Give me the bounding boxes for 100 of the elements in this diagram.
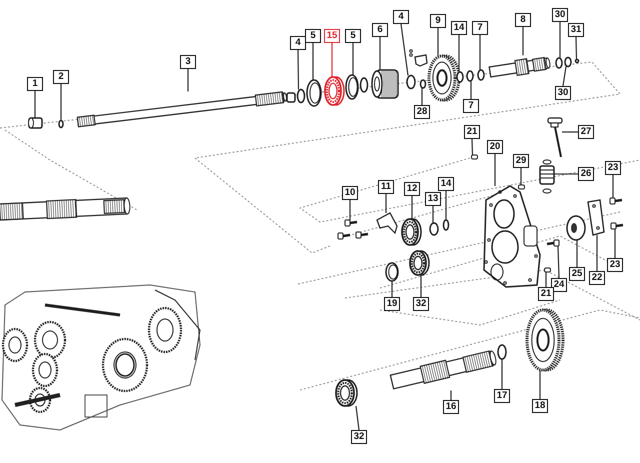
leader-line <box>331 43 333 77</box>
callout-number: 20 <box>487 140 503 154</box>
gear-hub-drawing <box>371 69 399 99</box>
callout-number: 4 <box>290 36 306 50</box>
bearing-drawing <box>335 379 358 407</box>
circlip-drawing <box>306 79 322 107</box>
callout-number: 19 <box>384 297 400 311</box>
callout-number: 6 <box>372 23 388 37</box>
leader-line <box>400 24 409 76</box>
leader-line <box>187 69 189 92</box>
bolt-drawing <box>344 220 358 226</box>
leader-line <box>562 66 567 86</box>
leader-line <box>576 240 578 267</box>
callout-number: 9 <box>430 14 446 28</box>
leader-line <box>562 131 578 133</box>
o-ring-drawing <box>466 70 474 82</box>
gear-drawing <box>428 54 460 102</box>
callout-number: 26 <box>578 167 594 181</box>
callout-number: 32 <box>413 297 429 311</box>
washer-drawing <box>420 79 426 89</box>
pin-drawing <box>574 58 580 64</box>
leader-line <box>612 175 614 198</box>
callout-number: 16 <box>443 400 459 414</box>
callout-number: 12 <box>404 182 420 196</box>
callout-number: 30 <box>552 8 568 22</box>
callout-number: 18 <box>532 399 548 413</box>
callout-number: 30 <box>555 86 571 100</box>
valve-drawing <box>539 160 555 194</box>
callout-number: 27 <box>578 125 594 139</box>
seal-ring-drawing <box>385 262 399 282</box>
bearing-drawing <box>401 218 422 246</box>
callout-number: 7 <box>463 99 479 113</box>
callout-number: 3 <box>180 55 196 69</box>
leader-line <box>421 88 423 105</box>
callout-number: 13 <box>425 192 441 206</box>
o-ring-drawing <box>456 71 464 83</box>
circlip-drawing <box>345 74 359 100</box>
plate-drawing <box>587 199 605 236</box>
o-ring-drawing <box>58 120 64 128</box>
callout-number: 21 <box>538 287 554 301</box>
leader-line <box>494 154 496 186</box>
callout-number: 31 <box>568 23 584 37</box>
leader-line <box>520 168 522 185</box>
washer-drawing <box>296 88 306 104</box>
callout-number: 10 <box>342 186 358 200</box>
o-ring-drawing <box>442 219 450 231</box>
callout-number: 7 <box>472 21 488 35</box>
pin-drawing <box>544 268 551 272</box>
callout-number: 14 <box>451 21 467 35</box>
leader-line <box>312 43 314 80</box>
bearing-drawing <box>324 76 345 106</box>
o-ring-drawing <box>477 69 485 81</box>
callout-number: 25 <box>569 267 585 281</box>
leader-line <box>379 37 381 70</box>
callout-number: 24 <box>551 278 567 292</box>
o-ring-drawing <box>497 344 507 360</box>
leader-line <box>355 406 360 430</box>
leader-line <box>432 206 434 223</box>
bearing-drawing <box>409 250 430 276</box>
callout-number: 5 <box>345 29 361 43</box>
o-ring-drawing <box>555 57 563 69</box>
callout-number: 17 <box>494 389 510 403</box>
leader-line <box>575 36 578 60</box>
o-ring-drawing <box>564 56 572 68</box>
callout-number: 5 <box>305 29 321 43</box>
leader-line <box>297 50 300 90</box>
seal-drawing <box>566 215 586 241</box>
bolt-drawing <box>610 198 622 204</box>
leader-line <box>479 35 481 70</box>
callout-number: 4 <box>393 10 409 24</box>
gear-drawing <box>526 308 564 372</box>
leader-line <box>559 22 561 58</box>
callout-number: 11 <box>378 180 394 194</box>
leader-line <box>471 138 474 156</box>
bolt-drawing <box>546 240 560 246</box>
leader-line <box>539 370 541 399</box>
leader-line <box>385 194 387 213</box>
bolt-drawing <box>610 222 624 230</box>
leader-line <box>420 275 422 297</box>
washer-drawing <box>429 222 439 236</box>
callout-number: 29 <box>513 154 529 168</box>
housing-cover-drawing <box>483 185 541 288</box>
callout-number: 21 <box>464 125 480 139</box>
pin-drawing <box>518 184 525 190</box>
callout-number: 22 <box>589 271 605 285</box>
leader-line <box>445 191 447 220</box>
leader-line <box>458 35 460 72</box>
leader-line <box>557 246 560 278</box>
callout-number: 1 <box>27 77 43 91</box>
leader-line <box>501 359 503 389</box>
leader-line <box>391 281 393 297</box>
sleeve-drawing <box>28 117 43 129</box>
callout-number: 15 <box>324 29 340 43</box>
leader-line <box>522 27 524 56</box>
callout-number: 23 <box>607 258 623 272</box>
leader-line <box>596 235 598 271</box>
leader-line <box>352 43 354 75</box>
pin-drawing <box>471 154 478 160</box>
leader-line <box>411 196 413 219</box>
leader-line <box>614 229 616 258</box>
